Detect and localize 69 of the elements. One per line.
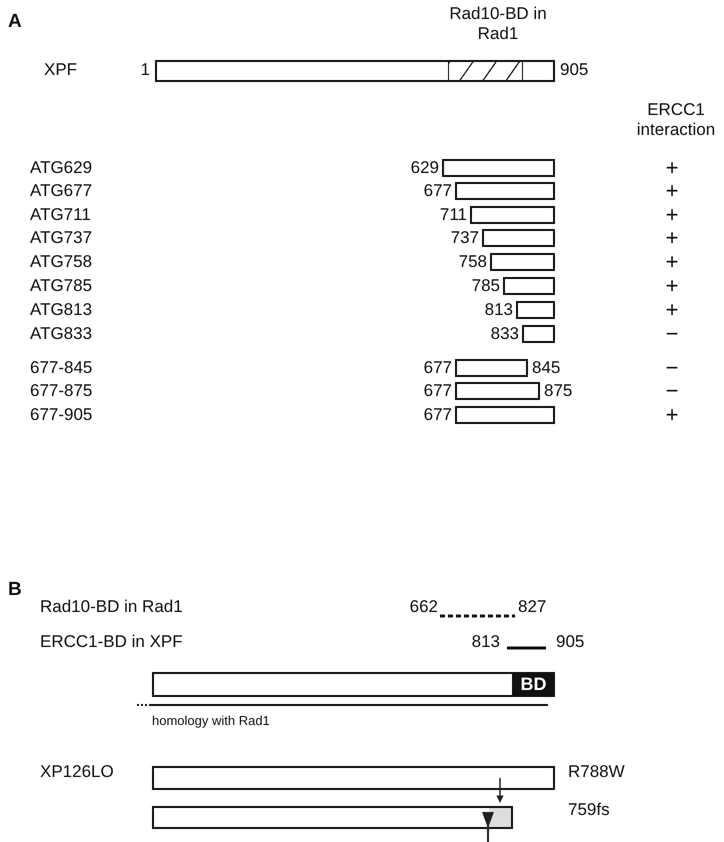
protein-bar [516,301,555,319]
note-text: homology with Rad1 [152,712,270,730]
residue-number: 662 [410,597,438,617]
residue-number: 677 [424,358,452,378]
construct-name: ATG785 [30,276,92,296]
residue-number: 845 [532,358,560,378]
protein-name: XP126LO [40,762,114,782]
column-header: ERCC1 interaction [636,100,716,140]
interaction-sign: − [666,358,678,378]
panel-label: A [8,12,22,32]
protein-bar [152,766,555,790]
construct-name: ATG629 [30,158,92,178]
panel-label: B [8,580,22,600]
residue-number: 905 [556,632,584,652]
arrow [496,778,504,803]
construct-name: ATG711 [30,205,91,225]
interaction-sign: + [666,228,678,248]
residue-number: 711 [440,205,467,225]
residue-number: 905 [560,60,588,80]
construct-name: ATG758 [30,252,92,272]
residue-number: 813 [484,300,513,320]
residue-number: 758 [458,252,487,272]
interaction-sign: + [666,158,678,178]
protein-bar [455,182,555,200]
residue-number: 827 [518,597,546,617]
interaction-sign: − [666,381,678,401]
protein-bar [442,159,555,177]
protein-bar [455,359,528,377]
interaction-sign: + [666,252,678,272]
binding-domain-box: BD [512,672,555,697]
residue-number: 629 [410,158,439,178]
construct-name: 677-845 [30,358,92,378]
domain-label: Rad10-BD in Rad1 [448,4,548,44]
residue-number: 737 [450,228,479,248]
construct-name: 677-875 [30,381,92,401]
protein-bar [455,406,555,424]
construct-name: ATG813 [30,300,92,320]
interaction-sign: + [666,205,678,225]
construct-name: ATG737 [30,228,92,248]
interaction-sign: − [666,324,678,344]
protein-bar [155,60,555,82]
residue-number: 785 [472,276,500,296]
residue-number: 813 [472,632,500,652]
protein-bar [152,806,513,829]
protein-bar [152,672,555,697]
residue-number: 677 [424,181,452,201]
construct-name: 677-905 [30,405,92,425]
domain-label: ERCC1-BD in XPF [40,632,183,652]
residue-number: 677 [424,405,452,425]
protein-bar [503,277,555,295]
mutation-label: 759fs [568,800,610,820]
interaction-sign: + [666,181,678,201]
protein-bar [470,206,555,224]
residue-number: 1 [140,60,150,80]
interaction-sign: + [666,405,678,425]
protein-bar [482,229,555,247]
interaction-sign: + [666,276,678,296]
protein-bar [490,253,555,271]
residue-number: 875 [544,381,572,401]
protein-bar [522,325,555,343]
interaction-sign: + [666,300,678,320]
construct-name: ATG833 [30,324,92,344]
construct-name: ATG677 [30,181,92,201]
domain-label: Rad10-BD in Rad1 [40,597,183,617]
residue-number: 833 [490,324,519,344]
residue-number: 677 [424,381,452,401]
protein-name: XPF [44,60,78,80]
mutation-label: R788W [568,762,625,782]
protein-bar [455,382,540,400]
